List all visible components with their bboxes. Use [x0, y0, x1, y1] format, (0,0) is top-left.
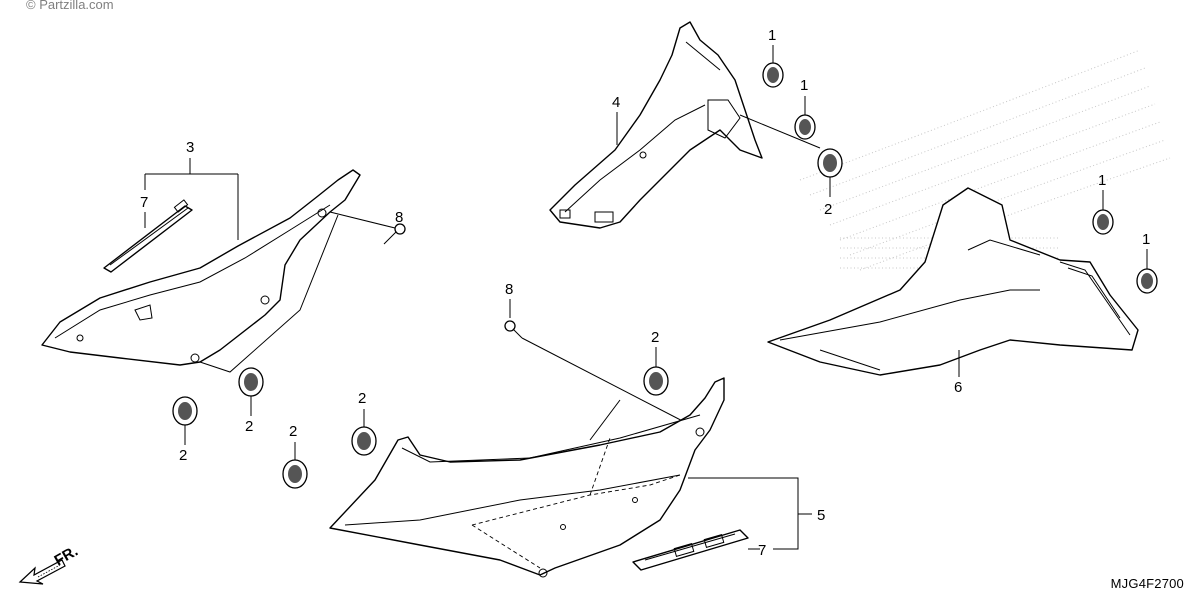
callout-2e: 2 — [824, 201, 832, 218]
grommet-2-left-a[interactable]: 2 — [172, 396, 198, 464]
callout-4: 4 — [612, 94, 620, 111]
callout-6-group: 6 — [954, 350, 962, 396]
part-7-clip-left[interactable] — [103, 199, 193, 273]
callout-1a: 1 — [768, 27, 776, 44]
grommet-1-right-b[interactable]: 1 — [1136, 231, 1158, 294]
callout-7a: 7 — [140, 194, 148, 211]
callout-6: 6 — [954, 379, 962, 396]
diagram-code: MJG4F2700 — [1110, 576, 1184, 591]
grommet-1-top-b[interactable]: 1 — [794, 77, 816, 140]
logo-background-dots — [799, 49, 1171, 271]
callout-3-group: 3 7 — [140, 139, 239, 240]
grommet-2-center-a[interactable]: 2 — [282, 423, 308, 489]
part-6-right-cover[interactable] — [767, 187, 1139, 376]
callout-1b: 1 — [800, 77, 808, 94]
grommet-1-top-a[interactable]: 1 — [762, 27, 784, 88]
grommet-2-top[interactable]: 2 — [817, 148, 843, 218]
callout-1d: 1 — [1142, 231, 1150, 248]
callout-2c: 2 — [289, 423, 297, 440]
callout-2f: 2 — [651, 329, 659, 346]
part-5-under-cover[interactable] — [329, 377, 725, 578]
watermark-text: © Partzilla.com — [26, 0, 114, 12]
grommet-2-left-b[interactable]: 2 — [238, 367, 264, 435]
callout-5-group: 5 — [688, 477, 825, 550]
part-8-screw-upper[interactable]: 8 — [329, 209, 406, 245]
grommet-2-lower-right[interactable]: 2 — [643, 329, 669, 396]
front-direction-arrow-icon: FR. — [18, 543, 81, 585]
callout-5: 5 — [817, 507, 825, 524]
callout-8b: 8 — [505, 281, 513, 298]
callout-1c: 1 — [1098, 172, 1106, 189]
grommet-2-center-b[interactable]: 2 — [351, 390, 377, 456]
part-7-clip-right[interactable]: 7 — [632, 529, 766, 571]
callout-2b: 2 — [245, 418, 253, 435]
callout-2d: 2 — [358, 390, 366, 407]
callout-4-group: 4 — [612, 94, 620, 145]
callout-3: 3 — [186, 139, 194, 156]
callout-8a: 8 — [395, 209, 403, 226]
part-3-side-cover-left[interactable] — [41, 169, 361, 373]
grommet-1-right-a[interactable]: 1 — [1092, 172, 1114, 235]
part-4-inner-cover[interactable] — [549, 21, 821, 229]
callout-2a: 2 — [179, 447, 187, 464]
callout-7b: 7 — [758, 542, 766, 559]
part-8-screw-lower[interactable]: 8 — [504, 281, 701, 431]
